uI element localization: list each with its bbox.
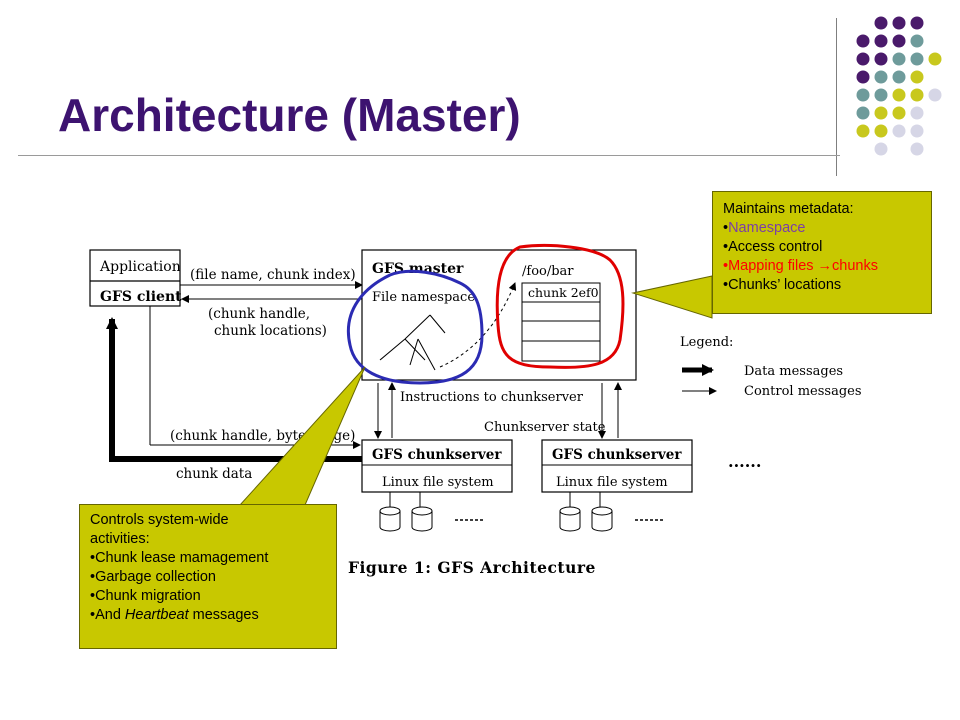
chunkserver-ellipsis: ...... [728,452,761,471]
chunkserver-2-label: GFS chunkserver [552,447,682,463]
gfs-client-label: GFS client [100,289,182,305]
gfs-architecture-diagram: Application GFS client (file name, chunk… [89,244,862,577]
namespace-tree [379,314,446,371]
metadata-item-chunk-locations: Chunks’ locations [723,276,923,295]
response-label-line2: chunk locations) [214,323,327,339]
disk-icon [591,506,613,532]
callout-activities-heading-2: activities: [90,531,150,547]
dot-row-8 [874,142,924,156]
chunk-data-arrow [106,317,362,462]
callout-master-metadata: Maintains metadata: Namespace Access con… [712,191,932,314]
activity-item-migration: Chunk migration [90,587,328,606]
namespace-pointer [439,282,517,368]
decorative-dot-grid [856,16,942,156]
metadata-item-namespace: Namespace [723,219,923,238]
legend-data-label: Data messages [744,364,843,379]
linux-fs-1-label: Linux file system [382,475,494,490]
chunkserver-1-label: GFS chunkserver [372,447,502,463]
legend: Legend: Data messages Control messages [680,335,862,399]
request-label: (file name, chunk index) [190,267,356,283]
dot-row-2 [856,34,924,48]
chunkserver-state-label: Chunkserver state [484,420,606,435]
activity-item-heartbeat: And Heartbeat messages [90,606,328,625]
path-label: /foo/bar [522,264,574,279]
instructions-label: Instructions to chunkserver [400,390,584,405]
title-divider-horizontal [18,155,840,156]
dot-row-4 [856,70,924,84]
application-label: Application [99,259,181,275]
legend-title: Legend: [680,335,733,350]
application-client-box: Application GFS client [89,249,182,307]
linux-fs-2-label: Linux file system [556,475,668,490]
callout-master-heading: Maintains metadata: [723,201,854,217]
callout-master-pointer [631,275,713,319]
activity-item-gc: Garbage collection [90,568,328,587]
chunk-data-label: chunk data [176,466,252,482]
right-arrow-icon: → [817,258,833,274]
dot-row-5 [856,88,942,102]
title-divider-vertical [836,18,837,176]
file-namespace-label: File namespace [372,290,475,305]
blue-highlight-circle [347,269,484,385]
callout-activities-heading-1: Controls system-wide [90,512,229,528]
disk-icon [379,506,401,532]
callout-system-activities: Controls system-wide activities: Chunk l… [79,504,337,649]
chunk-id-label: chunk 2ef0 [528,285,599,300]
red-highlight-circle [495,244,625,369]
dot-row-7 [856,124,924,138]
dot-row-6 [856,106,924,120]
chunkserver-box-1: GFS chunkserver Linux file system [361,439,513,532]
response-label-line1: (chunk handle, [208,306,310,322]
dot-row-1 [874,16,924,30]
figure-caption: Figure 1: GFS Architecture [348,558,596,577]
dot-row-3 [856,52,942,66]
metadata-item-access-control: Access control [723,238,923,257]
activity-item-lease: Chunk lease mamagement [90,549,328,568]
disk-icon [411,506,433,532]
legend-control-label: Control messages [744,384,862,399]
slide-title: Architecture (Master) [58,89,521,141]
chunkserver-box-2: GFS chunkserver Linux file system [541,439,693,532]
callout-activities-list: Chunk lease mamagement Garbage collectio… [90,549,328,625]
disk-icon [559,506,581,532]
gfs-master-box: GFS master File namespace /foo/bar chunk… [361,249,637,381]
callout-master-list: Namespace Access control Mapping files →… [723,219,923,295]
gfs-master-label: GFS master [372,261,464,277]
chunk-table: chunk 2ef0 [521,282,601,362]
metadata-item-mapping: Mapping files →chunks [723,257,923,276]
